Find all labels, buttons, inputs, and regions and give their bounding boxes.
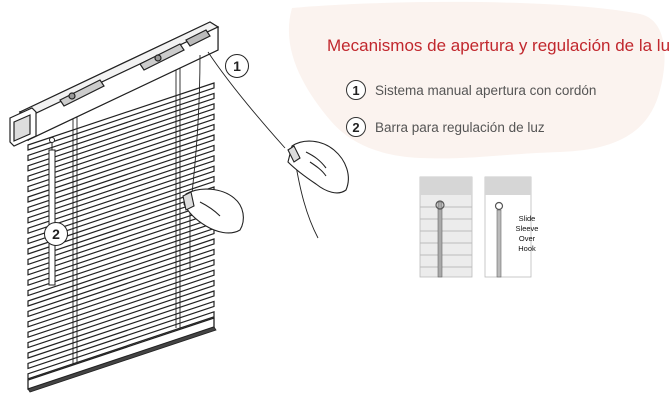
headrail (9, 21, 220, 147)
blind-slat (27, 279, 215, 349)
detail-label-line: Over (518, 234, 536, 243)
blind-slat (27, 82, 215, 151)
blind-slat (27, 175, 215, 245)
blind-slat (27, 248, 215, 318)
blind-slat (27, 290, 215, 359)
detail-label-line: Slide (518, 214, 536, 223)
legend-number-2: 2 (346, 117, 366, 137)
blind-slat (27, 258, 215, 328)
detail-label-line: Sleeve (515, 224, 539, 233)
legend-text-2: Barra para regulación de luz (375, 119, 545, 135)
blind-slat (27, 102, 215, 172)
legend-item-wand: 2 Barra para regulación de luz (346, 117, 545, 137)
page-title: Mecanismos de apertura y regulación de l… (327, 36, 670, 55)
legend-number-1: 1 (346, 80, 366, 100)
legend-text-1: Sistema manual apertura con cordón (375, 82, 597, 98)
blind-slats (27, 82, 215, 380)
callout-cord-number: 1 (225, 54, 249, 78)
detail-image-right (484, 176, 532, 278)
blind-slat (27, 92, 215, 162)
blind-slat (27, 227, 215, 297)
blind-slat (27, 144, 215, 214)
blind-slat (27, 134, 215, 203)
hand-pulling-cord (287, 140, 349, 194)
detail-label: Slide Sleeve Over Hook (506, 214, 548, 254)
blind-slat (27, 269, 215, 339)
callout-wand-number: 2 (44, 222, 68, 246)
blind-slat (27, 113, 215, 183)
hand-holding-wand (182, 188, 244, 234)
tilt-wand (48, 137, 56, 286)
blind-slat (27, 154, 215, 224)
legend-item-cord: 1 Sistema manual apertura con cordón (346, 80, 596, 100)
ladder-strings (72, 67, 181, 365)
detail-label-line: Hook (518, 244, 536, 253)
blind-slat (27, 300, 215, 370)
blind-slat (27, 238, 215, 307)
blind-slat (27, 165, 215, 235)
blind-slat (27, 123, 215, 193)
detail-image-left (419, 176, 473, 278)
blind-slat (27, 310, 215, 380)
